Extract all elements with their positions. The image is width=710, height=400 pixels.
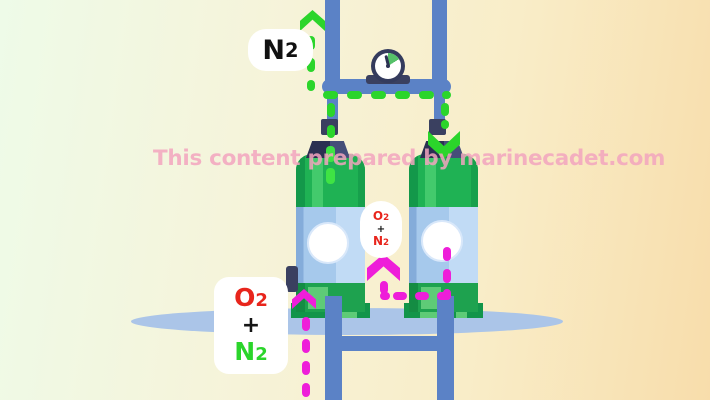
gauge-hub [386,64,390,68]
tank-porthole [421,220,463,262]
arrow-up-icon [300,10,325,31]
vent-plus: + [376,223,386,235]
header-pipe [322,79,451,94]
riser-pipe-left [325,0,340,88]
n2-symbol: N [262,34,286,66]
vent-o2: O2 [372,208,390,223]
tank-shoulder [409,154,478,207]
vent-mix-label: O2 + N2 [360,201,402,258]
feed-mix-label: O2 + N2 [214,277,288,374]
tank-porthole [307,222,349,264]
adsorber-tank-right [409,154,478,312]
vent-n2: N2 [372,234,390,249]
feed-o2: O2 [234,283,268,313]
riser-pipe-right [432,0,447,88]
n2-subscript: 2 [285,38,299,62]
pressure-gauge-icon [371,49,405,83]
valve-handle-icon [286,266,298,292]
adsorber-tank-left [296,154,365,312]
watermark-text: This content prepared by marinecadet.com [153,146,666,171]
feed-n2: N2 [234,337,268,367]
feed-plus: + [241,312,261,338]
lower-cross-pipe [325,336,454,351]
tank-inlet-pipe-right [434,90,445,132]
arrow-up-icon [367,254,400,281]
